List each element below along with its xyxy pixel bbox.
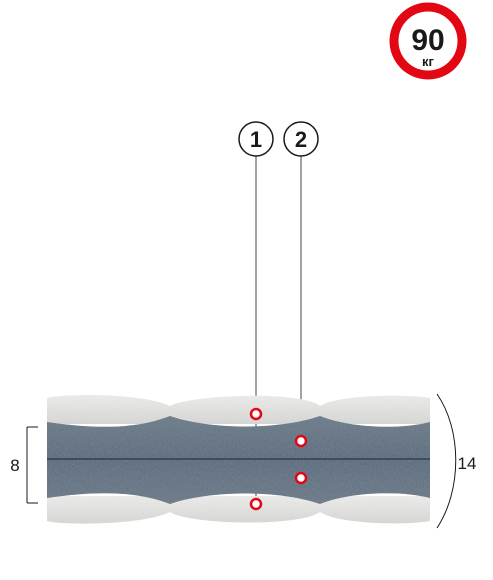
marker-bottom-foam [249,497,263,511]
total-height-dimension: 14 [436,393,477,529]
total-height-label: 14 [458,454,477,473]
weight-badge-ring [389,2,467,80]
weight-badge-unit: кг [422,54,435,69]
callout-1: 1 [238,121,274,157]
bottom-foam-layer [47,496,430,524]
callout-1-number: 1 [250,127,262,152]
core-height-label: 8 [10,456,19,475]
callout-2: 2 [283,121,319,157]
weight-badge: 90 кг [389,2,467,80]
weight-badge-value: 90 [411,24,444,57]
top-foam-layer [47,395,430,424]
layer-markers [249,407,308,511]
core-height-dimension: 8 [10,426,38,504]
core-layer [47,416,430,504]
marker-core-upper [294,434,308,448]
marker-top-foam [249,407,263,421]
marker-core-lower [294,471,308,485]
callout-2-number: 2 [295,127,307,152]
